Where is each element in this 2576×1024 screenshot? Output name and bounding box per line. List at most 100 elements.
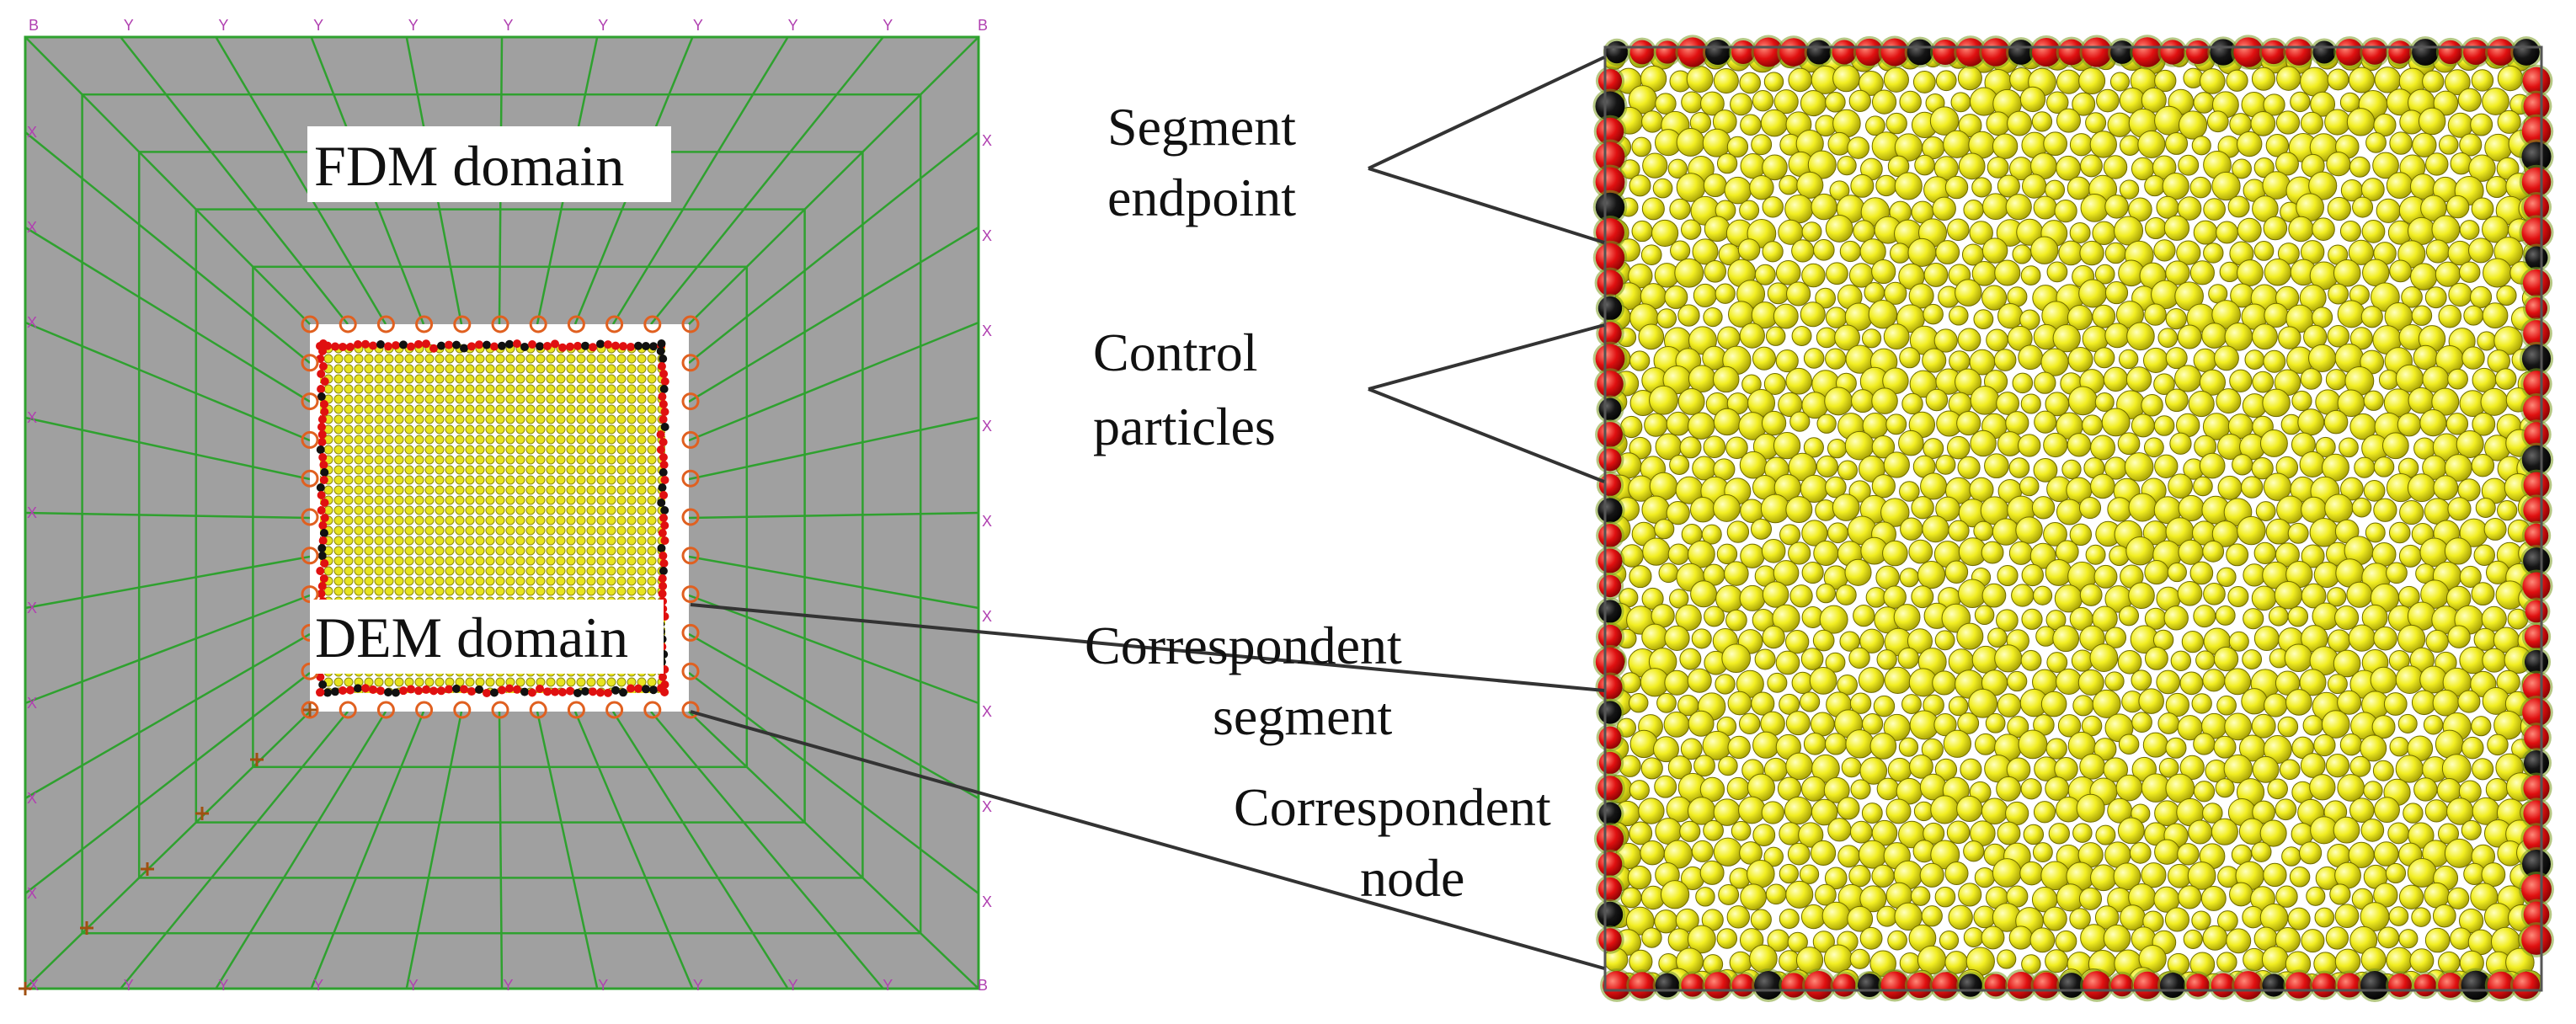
dem-particle xyxy=(2372,152,2399,179)
control-particle xyxy=(2523,396,2550,423)
dem-particle xyxy=(2137,130,2166,158)
dem-particle xyxy=(1884,666,1912,695)
dem-particle xyxy=(2165,307,2187,330)
mesh-radial-line xyxy=(688,711,979,989)
dem-particle xyxy=(1765,326,1786,346)
boundary-particle-icon xyxy=(505,684,514,693)
boundary-particle-icon xyxy=(339,686,347,696)
dem-particle xyxy=(2432,904,2456,928)
dem-particle xyxy=(1844,558,1872,586)
mesh-radial-line xyxy=(688,131,979,364)
dem-particle xyxy=(2267,778,2288,800)
dem-particle xyxy=(2144,646,2168,670)
edge-marker: X xyxy=(982,418,992,435)
dem-particle xyxy=(1930,795,1960,824)
control-particle xyxy=(1598,726,1622,749)
dem-particle xyxy=(1681,91,1704,114)
dem-particle xyxy=(1772,604,1800,632)
dem-particle xyxy=(2363,390,2384,411)
dem-particle xyxy=(2093,347,2115,369)
control-particle xyxy=(1598,751,1622,775)
dem-particle xyxy=(1713,365,1740,393)
dem-particle xyxy=(2188,819,2213,845)
node-ring-icon xyxy=(415,701,434,719)
dem-particle xyxy=(2409,948,2435,973)
dem-particle xyxy=(1884,281,1907,305)
dem-particle xyxy=(1837,845,1861,868)
dem-particle xyxy=(1695,887,1715,907)
control-particle xyxy=(1932,972,1959,999)
edge-marker: X xyxy=(982,893,992,910)
dem-particle xyxy=(2080,154,2103,178)
dem-particle xyxy=(1752,824,1776,847)
dem-particle xyxy=(2424,882,2450,909)
dem-particle xyxy=(1912,71,1936,93)
node-ring-icon xyxy=(681,623,700,642)
dem-particle xyxy=(2005,801,2029,826)
dem-particle xyxy=(2104,627,2127,648)
dem-particle xyxy=(2128,582,2155,610)
dem-particle xyxy=(2360,178,2385,201)
dem-particle xyxy=(2131,669,2152,691)
dem-particle xyxy=(1679,436,1702,459)
boundary-particle-icon xyxy=(318,339,328,348)
dem-particle xyxy=(1629,729,1658,759)
dem-particle xyxy=(2482,648,2507,673)
dem-particle xyxy=(1785,880,1814,909)
dem-particle xyxy=(1958,152,1986,180)
dem-particle xyxy=(1996,392,2019,415)
dem-particle xyxy=(1787,931,1808,952)
dem-particle xyxy=(2141,394,2163,417)
boundary-particle-icon xyxy=(551,687,559,696)
dem-particle xyxy=(2157,712,2180,734)
control-particle xyxy=(1704,972,1731,999)
dem-particle xyxy=(2360,734,2387,762)
control-particle xyxy=(2521,925,2552,955)
segment-endpoint-particle xyxy=(1754,971,1783,1000)
boundary-particle-icon xyxy=(604,340,612,349)
dem-particle xyxy=(1898,429,1924,456)
dem-particle xyxy=(2459,220,2480,240)
dem-particle xyxy=(2096,88,2120,113)
control-particle xyxy=(1596,117,1624,146)
dem-particle xyxy=(2072,92,2096,116)
edge-marker: Y xyxy=(598,977,608,994)
dem-particle xyxy=(2275,798,2297,821)
dem-particle xyxy=(1726,776,1750,800)
mesh-radial-line xyxy=(688,672,979,894)
dem-particle xyxy=(2445,413,2469,435)
dem-particle xyxy=(1917,945,1947,975)
dem-particle xyxy=(1762,581,1789,608)
dem-particle xyxy=(2339,437,2359,458)
dem-particle xyxy=(1775,650,1800,675)
dem-particle xyxy=(2195,650,2216,670)
dem-particle xyxy=(2005,411,2029,435)
boundary-particle-icon xyxy=(483,688,491,697)
dem-particle xyxy=(2241,688,2268,715)
dem-particle xyxy=(2447,625,2471,648)
dem-particle xyxy=(2023,824,2045,845)
dem-particle xyxy=(2251,67,2276,91)
dem-particle xyxy=(2090,864,2117,892)
dem-particle xyxy=(2327,196,2351,221)
control-particle xyxy=(2523,194,2550,221)
dem-particle xyxy=(2472,412,2496,436)
dem-particle xyxy=(2424,799,2448,823)
dem-particle xyxy=(2103,924,2131,952)
dem-particle xyxy=(1901,392,1923,415)
dem-particle xyxy=(1832,64,1860,93)
dem-particle xyxy=(2372,760,2394,781)
edge-marker: X xyxy=(982,798,992,815)
dem-particle xyxy=(2445,195,2470,219)
dem-particle xyxy=(1871,435,1896,459)
dem-particle xyxy=(1629,350,1651,371)
dem-particle xyxy=(1629,565,1652,589)
dem-particle xyxy=(2206,110,2229,133)
control-particle xyxy=(1598,448,1622,472)
dem-particle xyxy=(2418,107,2446,136)
dem-particle xyxy=(2463,305,2484,326)
dem-particle xyxy=(1868,300,1898,329)
boundary-particle-icon xyxy=(320,559,329,568)
dem-particle xyxy=(1693,283,1717,307)
